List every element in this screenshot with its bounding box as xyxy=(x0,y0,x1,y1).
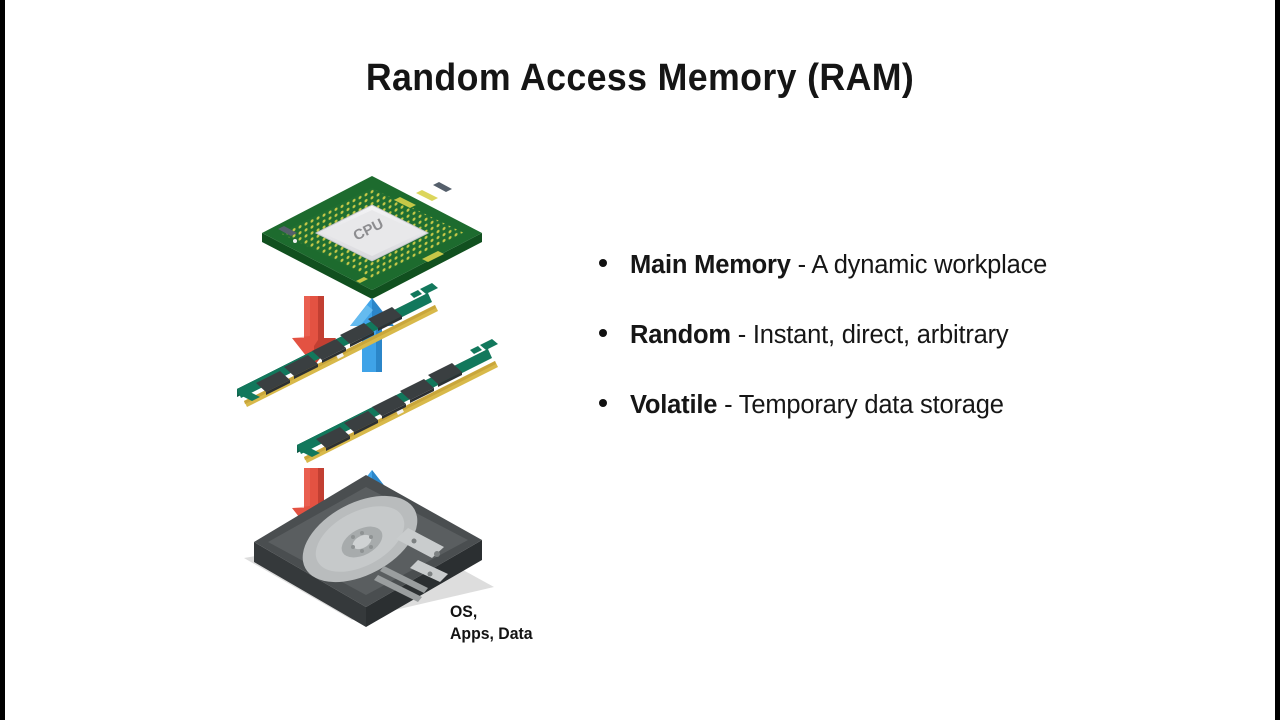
bullet-dot-icon xyxy=(599,399,607,407)
bullet-dot-icon xyxy=(599,259,607,267)
bullet-rest: - Temporary data storage xyxy=(717,391,1004,419)
bullet-lead: Main Memory xyxy=(630,251,791,279)
ram-module xyxy=(297,339,498,463)
bullet-lead: Volatile xyxy=(630,391,718,419)
bullet-lead: Random xyxy=(630,321,731,349)
letterbox-left xyxy=(0,0,5,720)
bullet-list: Main Memory - A dynamic workplace Random… xyxy=(596,246,1066,456)
hdd-contents-label: OS, Apps, Data xyxy=(450,602,533,643)
list-item: Main Memory - A dynamic workplace xyxy=(596,246,1066,284)
list-item: Volatile - Temporary data storage xyxy=(596,386,1066,424)
letterbox-right xyxy=(1275,0,1280,720)
list-item: Random - Instant, direct, arbitrary xyxy=(596,316,1066,354)
ram-module xyxy=(237,283,438,407)
bullet-rest: - A dynamic workplace xyxy=(790,251,1048,279)
page-title: Random Access Memory (RAM) xyxy=(365,57,915,99)
hard-disk-drive xyxy=(244,475,494,627)
cpu-chip: CPU xyxy=(262,176,482,299)
bullet-rest: - Instant, direct, arbitrary xyxy=(730,321,1009,349)
memory-hierarchy-diagram: CPU xyxy=(232,150,562,670)
bullet-dot-icon xyxy=(599,329,607,337)
